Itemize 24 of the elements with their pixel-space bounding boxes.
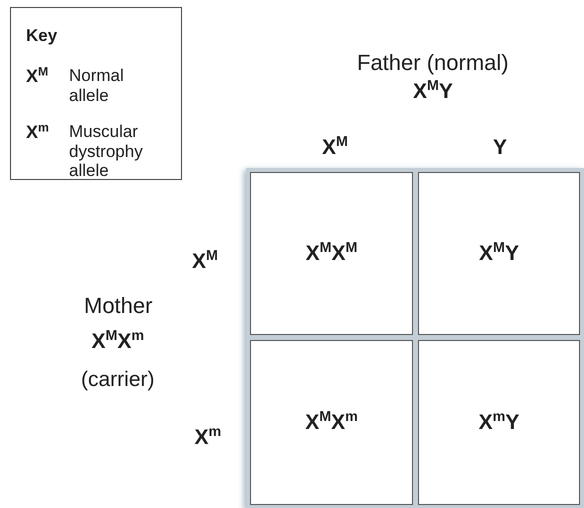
allele-symbol: X$^{m}$ [26, 122, 49, 143]
punnett-cell [418, 172, 580, 335]
allele-label: X$^{M}$ [192, 250, 218, 274]
genotype-text: X$^{M}$X$^{M}$ [306, 242, 358, 266]
punnett-cell [250, 172, 413, 335]
genotype-text: X$^{M}$X$^{m}$ [92, 330, 144, 354]
parent-note: (carrier) [81, 368, 154, 392]
allele-description: Muscular dystrophy allele [69, 122, 144, 181]
punnett-cell [418, 340, 580, 505]
allele-description: Normal allele [69, 66, 125, 106]
punnett-cell [250, 340, 413, 505]
allele-symbol: X$^{M}$ [26, 66, 48, 87]
genotype-text: X$^{M}$X$^{m}$ [305, 410, 358, 434]
key-heading: Key [26, 26, 58, 46]
punnett-grid [246, 168, 584, 508]
parent-label: Mother [84, 292, 152, 318]
allele-label: Y [493, 136, 508, 160]
allele-label: X$^{m}$ [194, 426, 222, 450]
genotype-text: X$^{m}$Y [478, 410, 520, 434]
key-panel [10, 7, 182, 180]
allele-label: X$^{M}$ [322, 136, 348, 160]
parent-label: Father (normal) [357, 50, 509, 75]
genotype-text: X$^{M}$Y [413, 80, 453, 104]
genotype-text: X$^{M}$Y [479, 242, 519, 266]
